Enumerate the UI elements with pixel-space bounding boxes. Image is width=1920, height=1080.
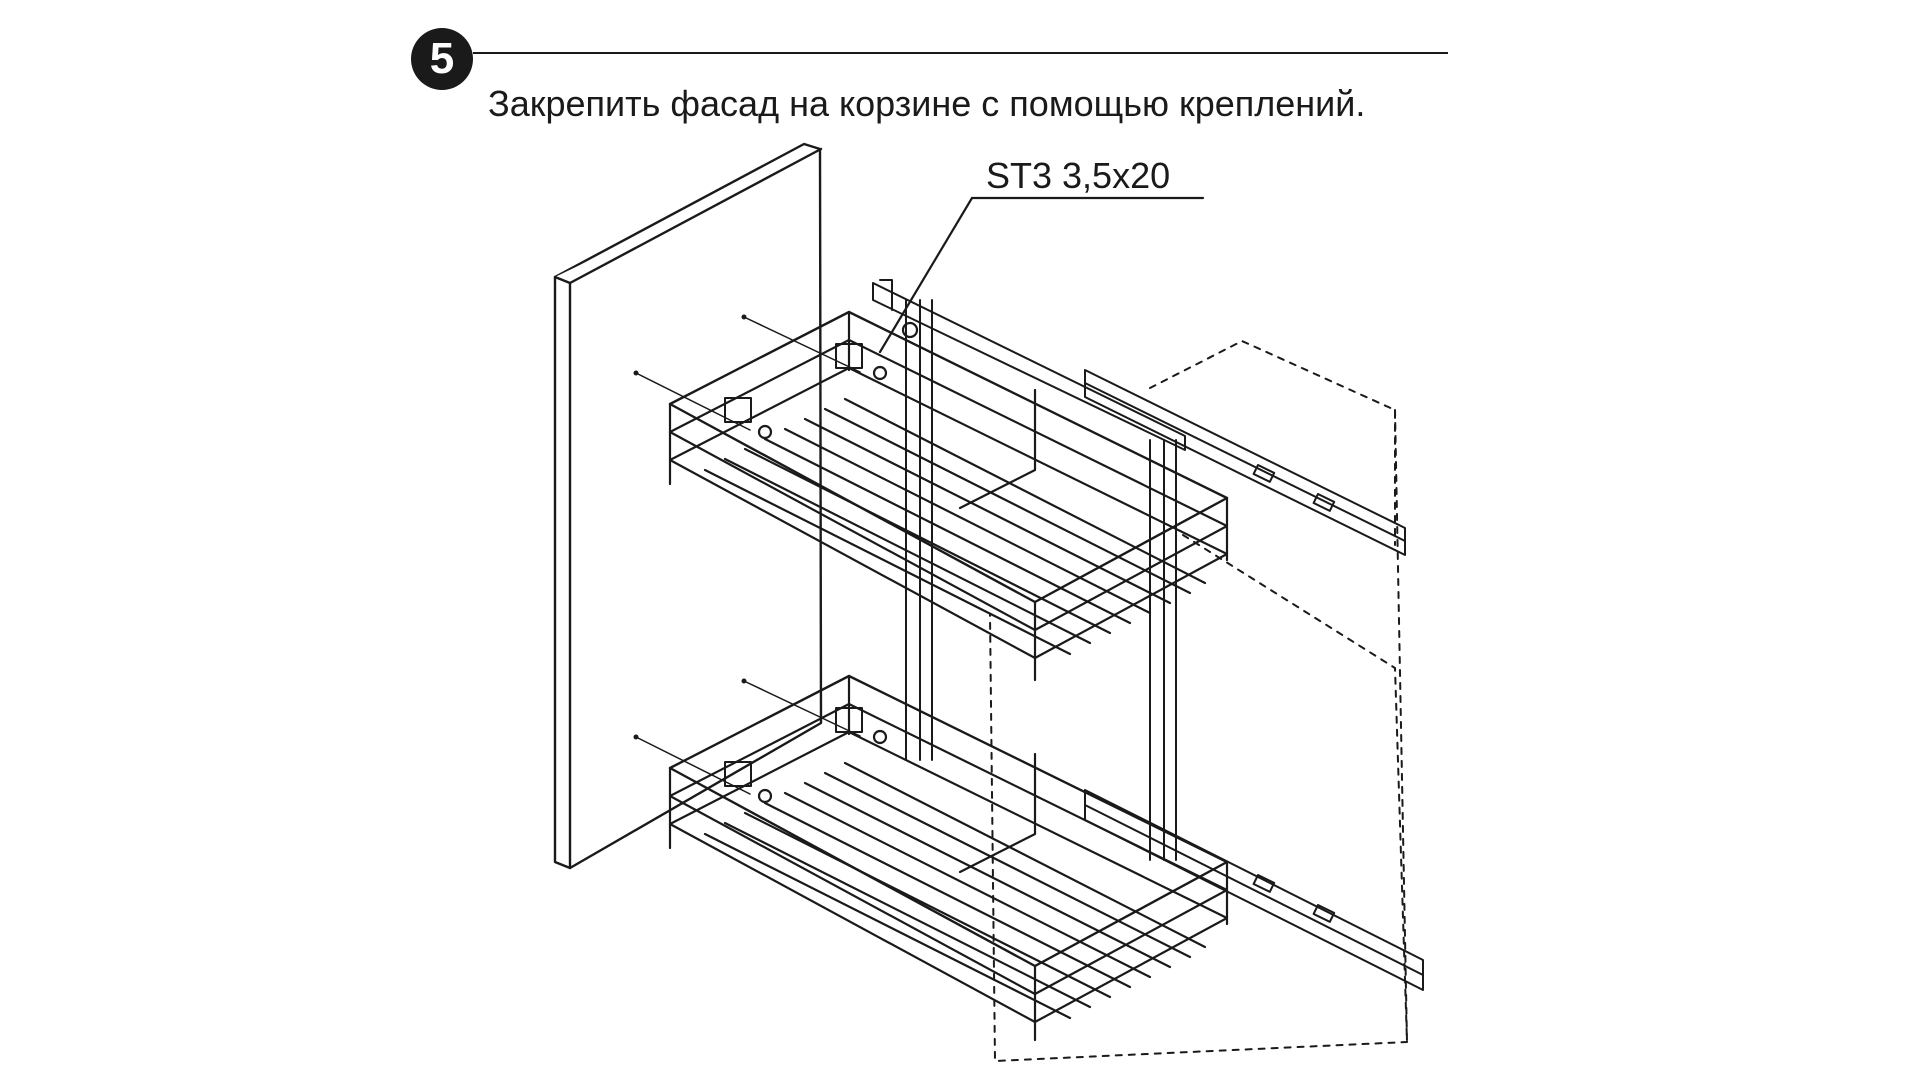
upper-wire-basket [635,310,1229,682]
fastener-pin-tips [633,314,747,740]
step-instruction: Закрепить фасад на корзине с помощью кре… [488,83,1366,124]
lower-wire-basket [635,674,1229,1042]
screw-callout-label: ST3 3,5x20 [986,155,1171,196]
door-front-panel [553,142,823,870]
upper-slide-rail [1084,369,1406,556]
rear-mounting-plate [872,279,1186,451]
step-header-rule [473,52,1448,54]
rear-frame-posts [905,299,1177,861]
callout-leader-line [878,196,974,354]
cabinet-outline-dashed [989,340,1408,1062]
step-number-badge: 5 [411,28,473,90]
lower-slide-rail [1084,789,1424,991]
